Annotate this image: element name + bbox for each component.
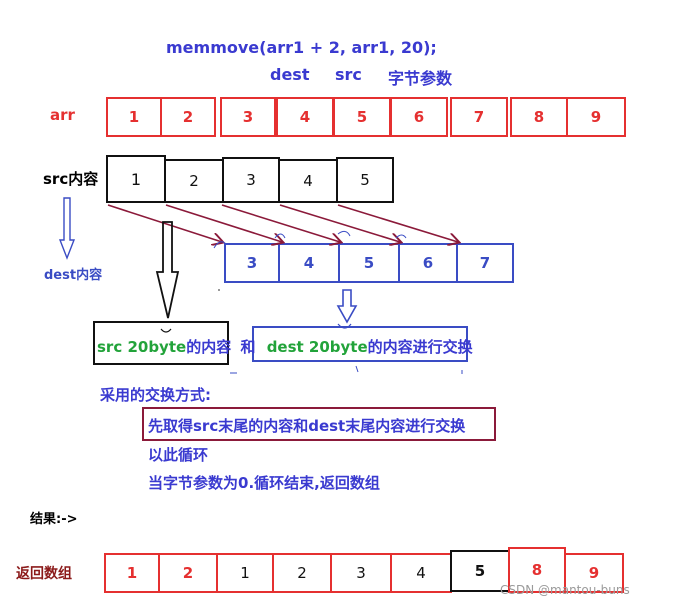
- arr-label: arr: [50, 106, 75, 124]
- dest-exchange-box: [252, 326, 468, 362]
- dest-cell: 7: [456, 243, 514, 283]
- copy-arrow: [107, 204, 222, 242]
- result-cell: 1: [104, 553, 160, 593]
- result-cell: 4: [390, 553, 452, 593]
- result-cell: 3: [330, 553, 392, 593]
- copy-arrow: [221, 204, 340, 242]
- src-content-label: src内容: [43, 170, 99, 188]
- arr-cell: 2: [160, 97, 216, 137]
- arr-cell: 7: [450, 97, 508, 137]
- copy-arrow: [165, 204, 282, 242]
- method-line-2: 以此循环: [148, 446, 209, 464]
- down-arrow-blue: [336, 289, 358, 324]
- code-line: memmove(arr1 + 2, arr1, 20);: [166, 38, 437, 57]
- arr-cell: 6: [390, 97, 448, 137]
- method-highlight-box: [142, 407, 496, 441]
- src-exchange-box: [93, 321, 229, 365]
- dest-bytes-text: dest 20byte: [266, 338, 368, 356]
- param-bytes-label: 字节参数: [388, 69, 453, 88]
- method-line-1: 先取得src末尾的内容和dest末尾内容进行交换: [148, 417, 466, 435]
- result-cell: 1: [216, 553, 274, 593]
- copy-arrow: [279, 204, 400, 242]
- method-title: 采用的交换方式:: [100, 386, 211, 404]
- down-arrow-left: [58, 197, 76, 260]
- down-arrow-black: [155, 221, 180, 319]
- param-src-label: src: [335, 65, 362, 84]
- result-label: 结果:->: [30, 512, 78, 527]
- src-content-text: 的内容: [186, 338, 232, 356]
- dest-content-label: dest内容: [44, 268, 103, 283]
- arr-cell: 3: [220, 97, 276, 137]
- return-array-label: 返回数组: [16, 566, 72, 582]
- copy-arrow: [337, 204, 458, 242]
- watermark: CSDN @mantou-buns: [500, 583, 630, 597]
- arr-cell: 9: [566, 97, 626, 137]
- result-cell: 2: [272, 553, 332, 593]
- result-cell: 2: [158, 553, 218, 593]
- src-cell: 5: [336, 157, 394, 203]
- result-cell: 9: [564, 553, 624, 593]
- src-bytes-text: src 20byte: [97, 338, 187, 356]
- method-line-3: 当字节参数为0.循环结束,返回数组: [148, 474, 380, 492]
- exchange-sentence: src 20byte的内容 和 dest 20byte的内容进行交换: [97, 336, 473, 357]
- and-text: 和: [240, 338, 256, 356]
- param-dest-label: dest: [270, 65, 310, 84]
- dest-content-text: 的内容进行交换: [367, 338, 473, 356]
